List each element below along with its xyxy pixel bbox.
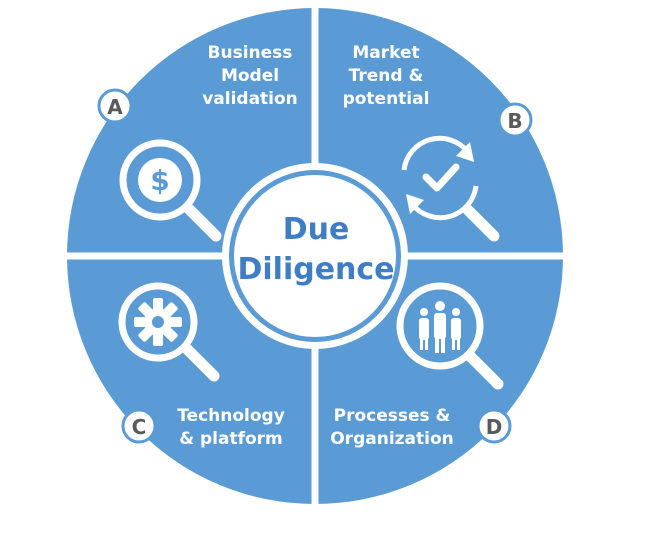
- people-magnifier-icon: [396, 282, 504, 390]
- segment-a-line-3: validation: [202, 89, 298, 109]
- segment-c-label: Technology & platform: [168, 405, 294, 451]
- segment-a-line-1: Business: [207, 43, 293, 63]
- badge-c-letter: C: [132, 415, 147, 439]
- segment-c-line-2: & platform: [179, 429, 283, 449]
- dollar-magnifier-icon: $: [119, 139, 222, 242]
- segment-b-line-1: Market: [352, 43, 420, 63]
- badge-d: D: [476, 408, 512, 444]
- segment-b-line-3: potential: [342, 89, 430, 109]
- segment-a-line-2: Model: [220, 66, 280, 86]
- center-title-line-2: Diligence: [237, 252, 395, 287]
- badge-a-letter: A: [107, 95, 123, 119]
- refresh-check-magnifier-icon: [401, 135, 500, 242]
- badge-b: B: [497, 102, 533, 138]
- segment-d-line-2: Organization: [330, 429, 454, 449]
- gear-magnifier-icon: [118, 282, 220, 382]
- segment-c-line-1: Technology: [177, 406, 285, 426]
- segment-b-label: Market Trend & potential: [334, 42, 438, 111]
- svg-text:$: $: [150, 164, 169, 197]
- center-title-line-1: Due: [282, 212, 350, 247]
- badge-d-letter: D: [486, 415, 503, 439]
- badge-c: C: [121, 408, 157, 444]
- segment-b-line-2: Trend &: [348, 66, 424, 86]
- center-title: Due Diligence: [228, 210, 404, 290]
- segment-d-line-1: Processes &: [333, 406, 451, 426]
- badge-b-letter: B: [507, 109, 522, 133]
- badge-a: A: [97, 88, 133, 124]
- center-circle-inner: [234, 175, 396, 337]
- segment-d-label: Processes & Organization: [322, 405, 462, 451]
- segment-a-label: Business Model validation: [198, 42, 302, 111]
